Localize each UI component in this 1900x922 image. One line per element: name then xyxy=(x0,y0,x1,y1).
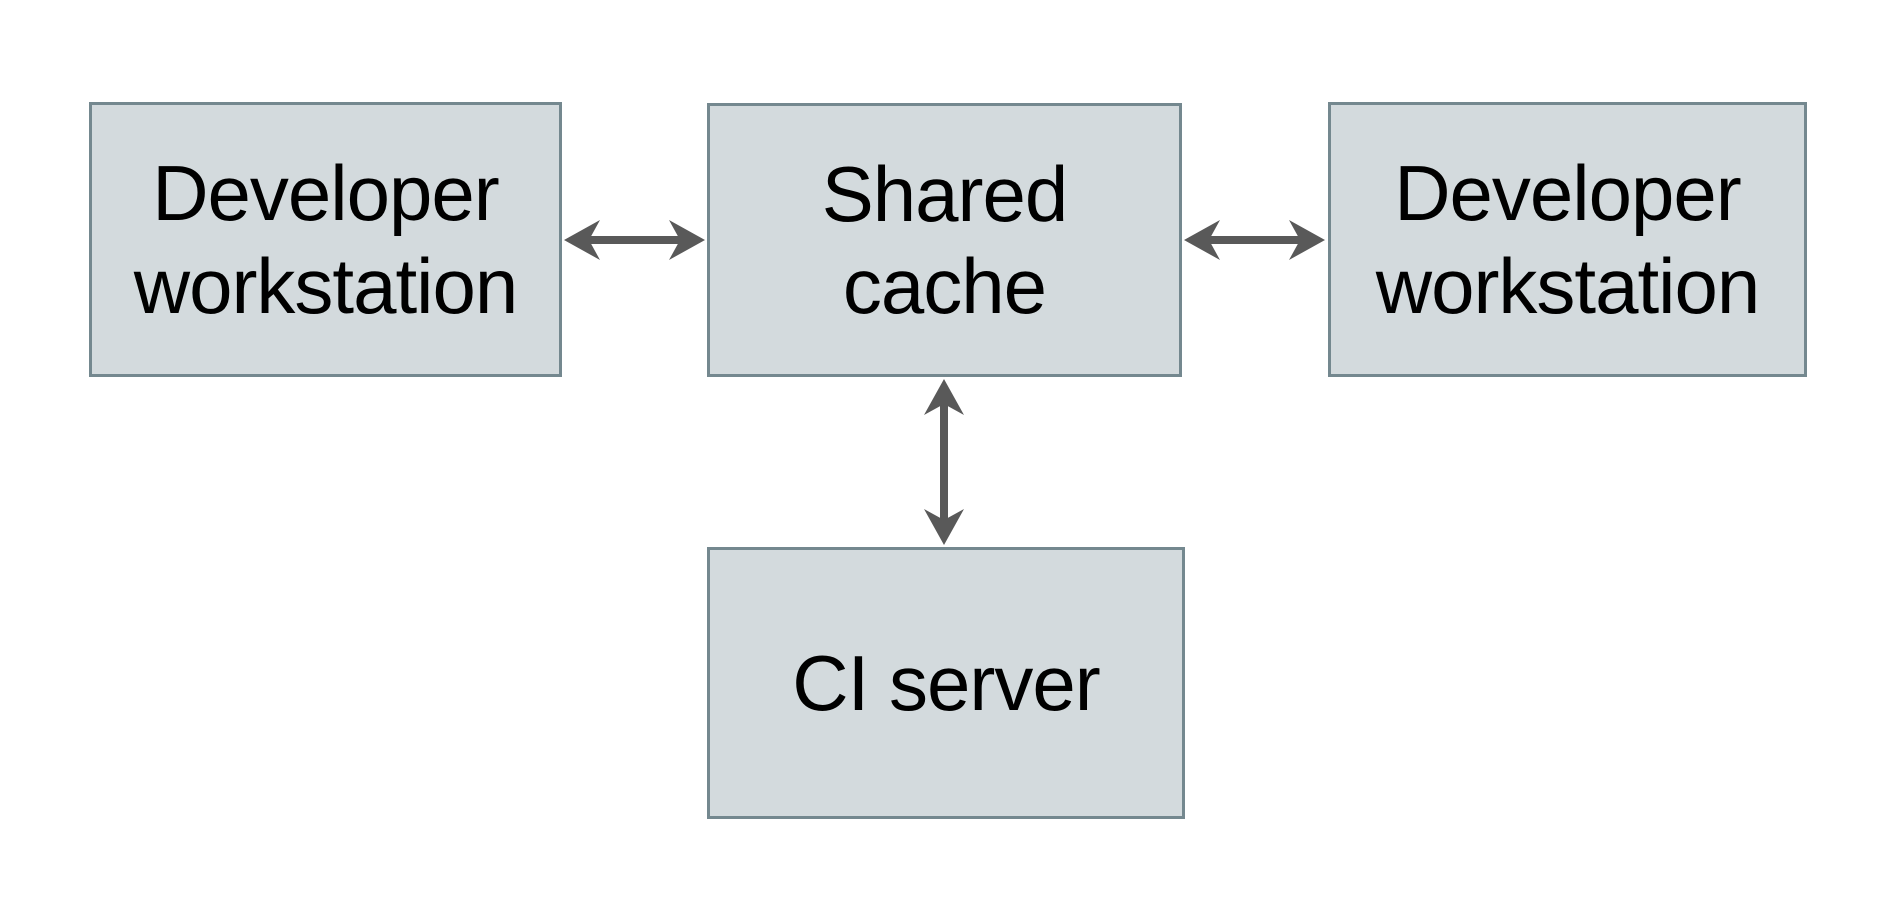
double-headed-arrow-icon xyxy=(1184,220,1325,260)
double-headed-arrow-icon xyxy=(924,379,964,545)
node-shared-cache: Shared cache xyxy=(707,103,1182,377)
node-ci-server-label: CI server xyxy=(792,638,1100,727)
node-developer-workstation-left: Developer workstation xyxy=(89,102,562,377)
node-developer-workstation-right: Developer workstation xyxy=(1328,102,1807,377)
bidirectional-arrow-left-workstation-shared-cache xyxy=(562,218,707,262)
double-headed-arrow-icon xyxy=(564,220,705,260)
bidirectional-arrow-shared-cache-right-workstation xyxy=(1182,218,1327,262)
bidirectional-arrow-shared-cache-ci-server xyxy=(922,377,966,547)
node-ci-server: CI server xyxy=(707,547,1185,819)
node-shared-cache-label: Shared cache xyxy=(821,149,1069,330)
node-developer-workstation-left-label: Developer workstation xyxy=(133,149,518,330)
node-developer-workstation-right-label: Developer workstation xyxy=(1375,149,1760,330)
